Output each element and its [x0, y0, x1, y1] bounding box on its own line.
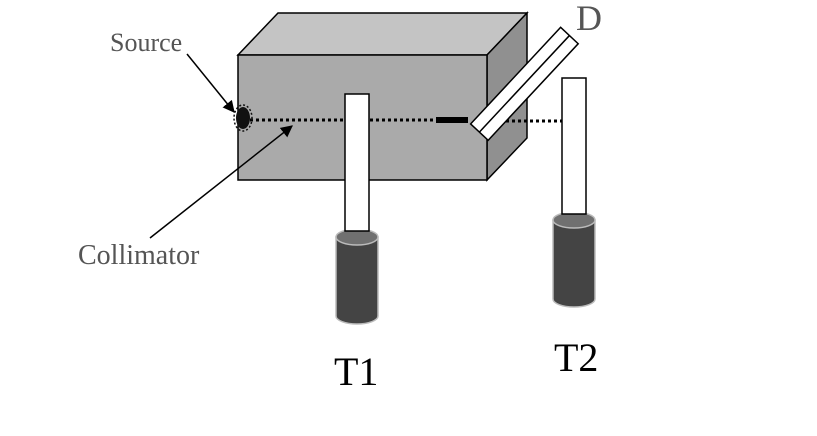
source-icon: [233, 104, 253, 132]
label-t2: T2: [554, 335, 598, 380]
t2-pmt-body: [552, 219, 596, 308]
source-pointer-arrow: [186, 53, 235, 113]
label-source: Source: [110, 28, 182, 57]
trigger-t2: [552, 77, 596, 308]
detector-d: [469, 26, 580, 142]
t2-scintillator-paddle: [561, 77, 587, 215]
collimator-pointer-arrow: [149, 125, 293, 239]
box-top-face: [236, 12, 529, 56]
trigger-t1: [335, 93, 379, 325]
t1-scintillator-paddle: [344, 93, 370, 232]
label-detector-d: D: [576, 0, 602, 38]
t1-pmt-body: [335, 236, 379, 325]
collimator-box: [236, 11, 529, 182]
label-t1: T1: [334, 349, 378, 394]
label-collimator: Collimator: [78, 240, 200, 271]
